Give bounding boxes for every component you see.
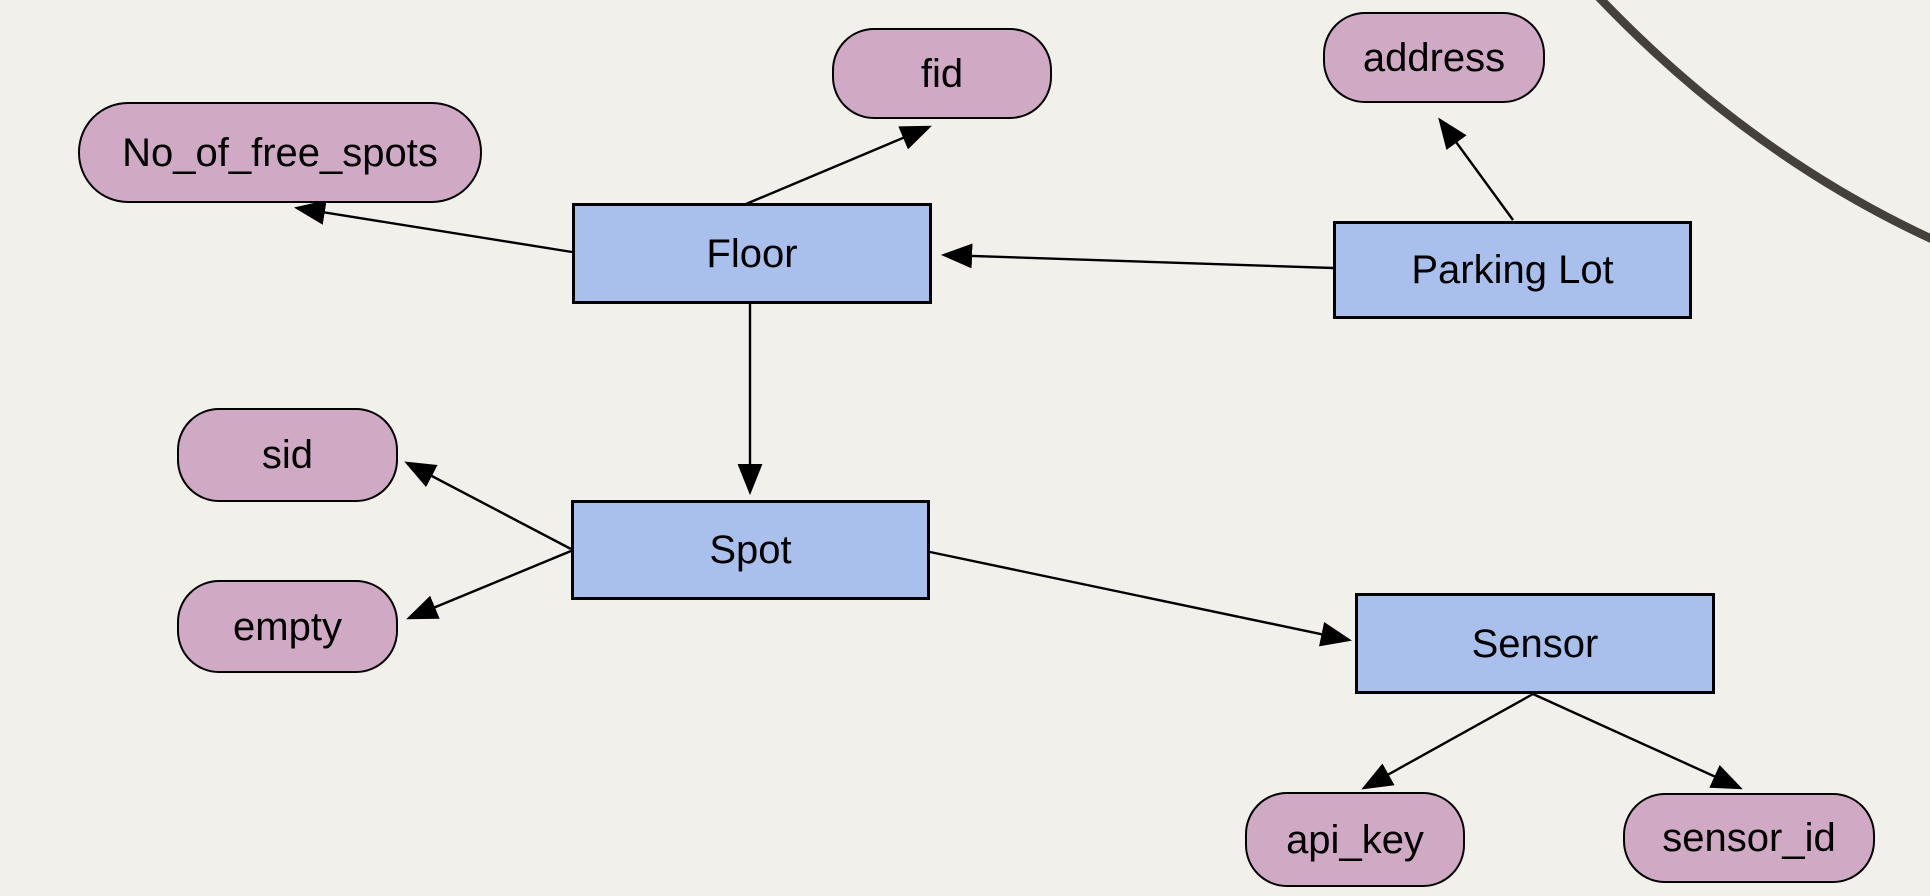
entity-sensor: Sensor <box>1355 593 1715 694</box>
attribute-address: address <box>1323 12 1545 103</box>
entity-parking-lot: Parking Lot <box>1333 221 1692 319</box>
edge-parking-lot-to-floor <box>940 243 1334 270</box>
edge-spot-to-sensor <box>929 550 1353 647</box>
attribute-api-key: api_key <box>1245 792 1465 887</box>
entity-floor: Floor <box>572 203 932 304</box>
entity-spot: Spot <box>571 500 930 600</box>
edge-spot-to-sid <box>404 461 572 551</box>
edge-sensor-to-api-key <box>1361 692 1534 790</box>
edge-spot-to-empty <box>406 549 572 620</box>
edge-parking-lot-to-address <box>1438 117 1514 221</box>
attribute-fid: fid <box>832 28 1052 119</box>
attribute-empty: empty <box>177 580 398 673</box>
attribute-sensor-id: sensor_id <box>1623 793 1875 883</box>
attribute-no-of-free-spots: No_of_free_spots <box>78 102 482 203</box>
edge-sensor-to-sensor-id <box>1532 692 1743 790</box>
freehand-curve <box>1595 0 1930 243</box>
edge-floor-to-no-of-free-spots <box>293 200 573 254</box>
attribute-sid: sid <box>177 408 398 502</box>
edge-floor-to-fid <box>745 125 932 206</box>
